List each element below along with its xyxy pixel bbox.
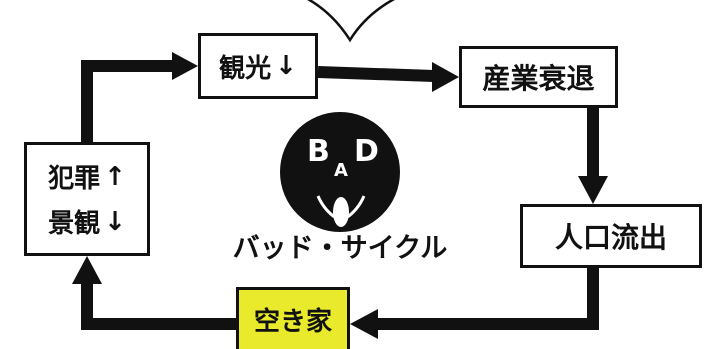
arrow-down-icon: ↓ <box>275 51 297 81</box>
node-jinko-label: 人口流出 <box>554 221 667 254</box>
logo-letter-b: B <box>307 134 330 169</box>
landscape-label: 景観 <box>48 209 101 239</box>
crime-row: 犯罪 ↑ <box>48 158 126 195</box>
speech-bubble-tail <box>306 0 396 43</box>
node-kanko: 観光 ↓ <box>198 33 318 99</box>
node-sangyo: 産業衰退 <box>459 46 618 108</box>
arrow-up-icon: ↑ <box>104 161 126 192</box>
node-akiya-label: 空き家 <box>253 307 332 337</box>
arrowhead-to-jinko <box>578 176 608 204</box>
arrow-kanko-to-sangyo <box>317 66 435 82</box>
node-akiya: 空き家 <box>236 287 350 349</box>
bad-face-logo <box>280 112 400 232</box>
arrowhead-to-left <box>72 256 102 284</box>
crime-label: 犯罪 <box>48 164 101 194</box>
node-crime-landscape: 犯罪 ↑ 景観 ↓ <box>24 142 150 256</box>
node-kanko-label: 観光 <box>219 53 272 84</box>
arrowhead-to-sangyo <box>432 62 459 92</box>
logo-letter-a: A <box>334 160 348 181</box>
arrowhead-to-akiya <box>350 309 378 339</box>
node-jinko: 人口流出 <box>520 204 702 268</box>
arrow-left-to-kanko <box>81 60 176 142</box>
node-sangyo-label: 産業衰退 <box>482 62 595 95</box>
arrow-jinko-to-akiya <box>376 268 599 330</box>
arrowhead-to-kanko <box>172 52 198 80</box>
landscape-row: 景観 ↓ <box>48 203 126 240</box>
logo-letter-d: D <box>354 134 379 169</box>
logo-mouth <box>333 197 349 227</box>
logo-title: バッド・サイクル <box>232 233 448 264</box>
arrow-down-icon: ↓ <box>104 206 126 237</box>
arrow-akiya-to-left <box>81 282 236 330</box>
